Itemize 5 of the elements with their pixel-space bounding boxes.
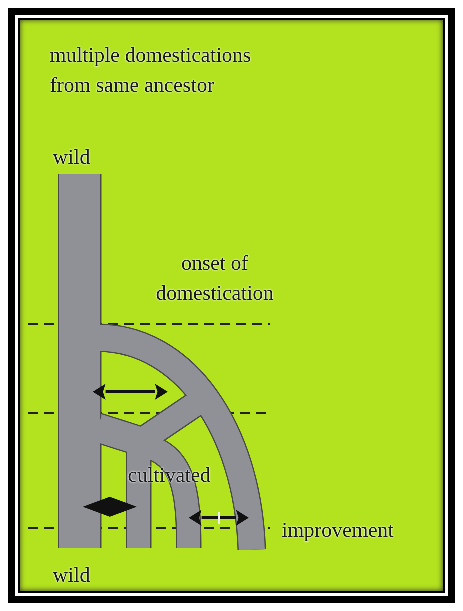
stage-label: improvement [282, 517, 394, 544]
stage-label: onset of domestication [155, 250, 275, 307]
title: multiple domestications from same ancestor [50, 42, 252, 99]
lineage-label: wild [53, 144, 90, 171]
lineage-label: wild [53, 562, 90, 589]
